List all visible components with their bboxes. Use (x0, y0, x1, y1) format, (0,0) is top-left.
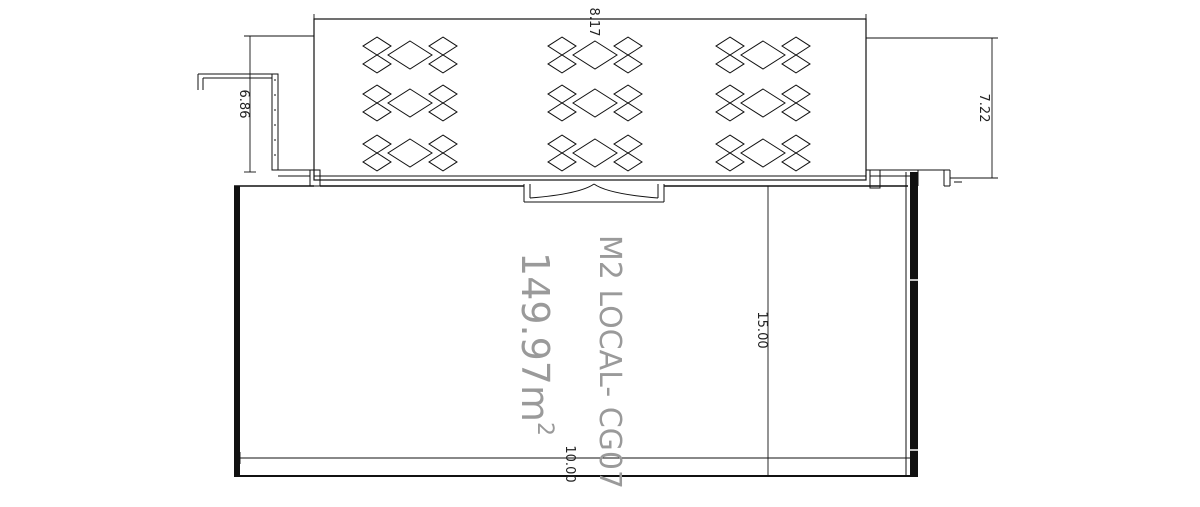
table-group (362, 36, 458, 74)
right-stub-detail (866, 169, 962, 189)
dim-local-width: 10.00 (562, 445, 577, 482)
table-group (547, 84, 643, 122)
dim-terrace-depth-right: 7.22 (976, 94, 991, 123)
dim-terrace-width: 8.17 (586, 8, 601, 37)
table-group (547, 36, 643, 74)
table-group (715, 36, 811, 74)
local-walls (234, 172, 918, 477)
local-area-unit: 2 (532, 422, 557, 436)
local-name-label: M2 LOCAL- CG07 (592, 235, 627, 489)
terrace-area (313, 18, 867, 181)
table-group (715, 134, 811, 172)
dim-local-depth: 15.00 (754, 311, 769, 348)
local-area-value: 149.97m (513, 252, 557, 422)
terrace-table-groups (362, 36, 811, 172)
table-group (547, 134, 643, 172)
table-group (362, 84, 458, 122)
dimension-lines (239, 14, 998, 476)
dim-terrace-depth-left: 6.86 (236, 90, 251, 119)
entrance-double-door (523, 183, 665, 203)
table-group (715, 84, 811, 122)
local-area-label: 149.97m2 (513, 252, 557, 436)
table-group (362, 134, 458, 172)
left-railing (197, 73, 321, 187)
